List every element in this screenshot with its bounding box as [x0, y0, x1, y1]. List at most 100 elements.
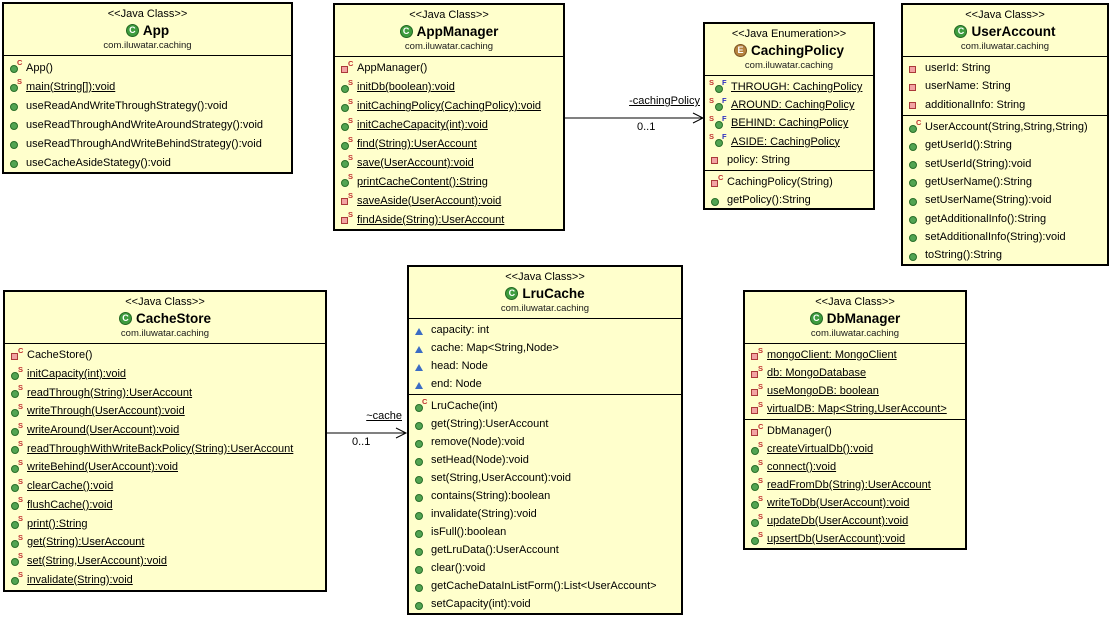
package-field-icon: [413, 342, 428, 355]
member-label: get(String):UserAccount: [431, 418, 549, 430]
member-label: setHead(Node):void: [431, 454, 529, 466]
member-label: updateDb(UserAccount):void: [767, 515, 909, 527]
member-label: mongoClient: MongoClient: [767, 349, 897, 361]
class-title: C UserAccount: [903, 23, 1107, 40]
public-method-icon: S: [9, 421, 24, 437]
package-field-icon: [413, 378, 428, 391]
class-header: <<Java Class>> C UserAccount com.iluwata…: [903, 5, 1107, 56]
public-method-icon: [8, 118, 23, 131]
member-label: printCacheContent():String: [357, 175, 488, 188]
member-label: LruCache(int): [431, 400, 498, 412]
private-field-icon: [709, 153, 724, 166]
public-method-icon: S: [9, 365, 24, 381]
class-header: <<Java Class>> C App com.iluwatar.cachin…: [4, 4, 291, 55]
association-multiplicity-cache: 0..1: [352, 436, 371, 448]
private-method-icon: S: [339, 211, 354, 226]
member-label: connect():void: [767, 461, 837, 473]
class-box-app[interactable]: <<Java Class>> C App com.iluwatar.cachin…: [2, 2, 293, 174]
method-row: set(String,UserAccount):void: [411, 469, 680, 487]
member-label: readThroughWithWriteBackPolicy(String):U…: [27, 442, 294, 455]
private-method-icon: C: [339, 59, 354, 75]
member-label: setUserId(String):void: [925, 157, 1032, 170]
public-method-icon: S: [9, 552, 24, 567]
member-label: writeAround(UserAccount):void: [27, 424, 180, 437]
member-label: invalidate(String):void: [431, 508, 537, 520]
member-label: initDb(boolean):void: [357, 81, 455, 94]
public-method-icon: [8, 137, 23, 150]
class-box-cachestore[interactable]: <<Java Class>> C CacheStore com.iluwatar…: [3, 290, 327, 592]
method-row: setHead(Node):void: [411, 451, 680, 469]
public-method-icon: [907, 194, 922, 207]
public-method-icon: S: [339, 135, 354, 151]
field-row: additionalInfo: String: [905, 96, 1106, 114]
public-method-icon: S: [9, 458, 24, 474]
public-method-icon: [907, 249, 922, 262]
member-label: getLruData():UserAccount: [431, 544, 559, 556]
class-title: E CachingPolicy: [705, 42, 873, 59]
public-method-icon: S: [339, 173, 354, 188]
class-box-appmanager[interactable]: <<Java Class>> C AppManager com.iluwatar…: [333, 3, 565, 231]
class-box-useraccount[interactable]: <<Java Class>> C UserAccount com.iluwata…: [901, 3, 1109, 266]
association-arrow-cache: [327, 427, 408, 439]
java-class-icon: C: [399, 25, 413, 38]
private-field-icon: [907, 80, 922, 93]
member-label: readThrough(String):UserAccount: [27, 386, 193, 399]
class-name: LruCache: [522, 286, 585, 301]
member-label: getUserName():String: [925, 175, 1032, 188]
field-row: userId: String: [905, 59, 1106, 77]
method-row: setUserName(String):void: [905, 191, 1106, 209]
enum-box-cachingpolicy[interactable]: <<Java Enumeration>> E CachingPolicy com…: [703, 22, 875, 210]
class-box-lrucache[interactable]: <<Java Class>> C LruCache com.iluwatar.c…: [407, 265, 683, 615]
public-method-icon: S: [749, 440, 764, 456]
association-multiplicity-cachingpolicy: 0..1: [637, 121, 656, 133]
member-label: clearCache():void: [27, 480, 114, 493]
method-row: contains(String):boolean: [411, 487, 680, 505]
public-method-icon: S: [8, 78, 23, 93]
field-row: policy: String: [707, 151, 872, 169]
public-method-icon: [709, 194, 724, 207]
public-method-icon: S: [9, 440, 24, 455]
method-row: useCacheAsideStategy():void: [6, 153, 290, 172]
class-box-dbmanager[interactable]: <<Java Class>> C DbManager com.iluwatar.…: [743, 290, 967, 550]
private-method-icon: C: [749, 422, 764, 438]
private-field-icon: S: [749, 382, 764, 398]
public-method-icon: [8, 99, 23, 112]
member-label: additionalInfo: String: [925, 98, 1026, 111]
association-label-cachingpolicy: -cachingPolicy: [629, 95, 700, 107]
field-row: capacity: int: [411, 321, 680, 339]
stereotype-label: <<Java Class>>: [965, 9, 1045, 21]
java-class-icon: C: [505, 287, 519, 300]
public-method-icon: C: [8, 59, 23, 74]
public-method-icon: S: [339, 97, 354, 113]
stereotype-label: <<Java Class>>: [815, 296, 895, 308]
public-method-icon: [907, 157, 922, 170]
class-header: <<Java Class>> C DbManager com.iluwatar.…: [745, 292, 965, 343]
public-method-icon: S: [339, 116, 354, 132]
public-method-icon: S: [9, 477, 24, 493]
method-row: getAdditionalInfo():String: [905, 209, 1106, 227]
public-method-icon: C: [413, 397, 428, 413]
